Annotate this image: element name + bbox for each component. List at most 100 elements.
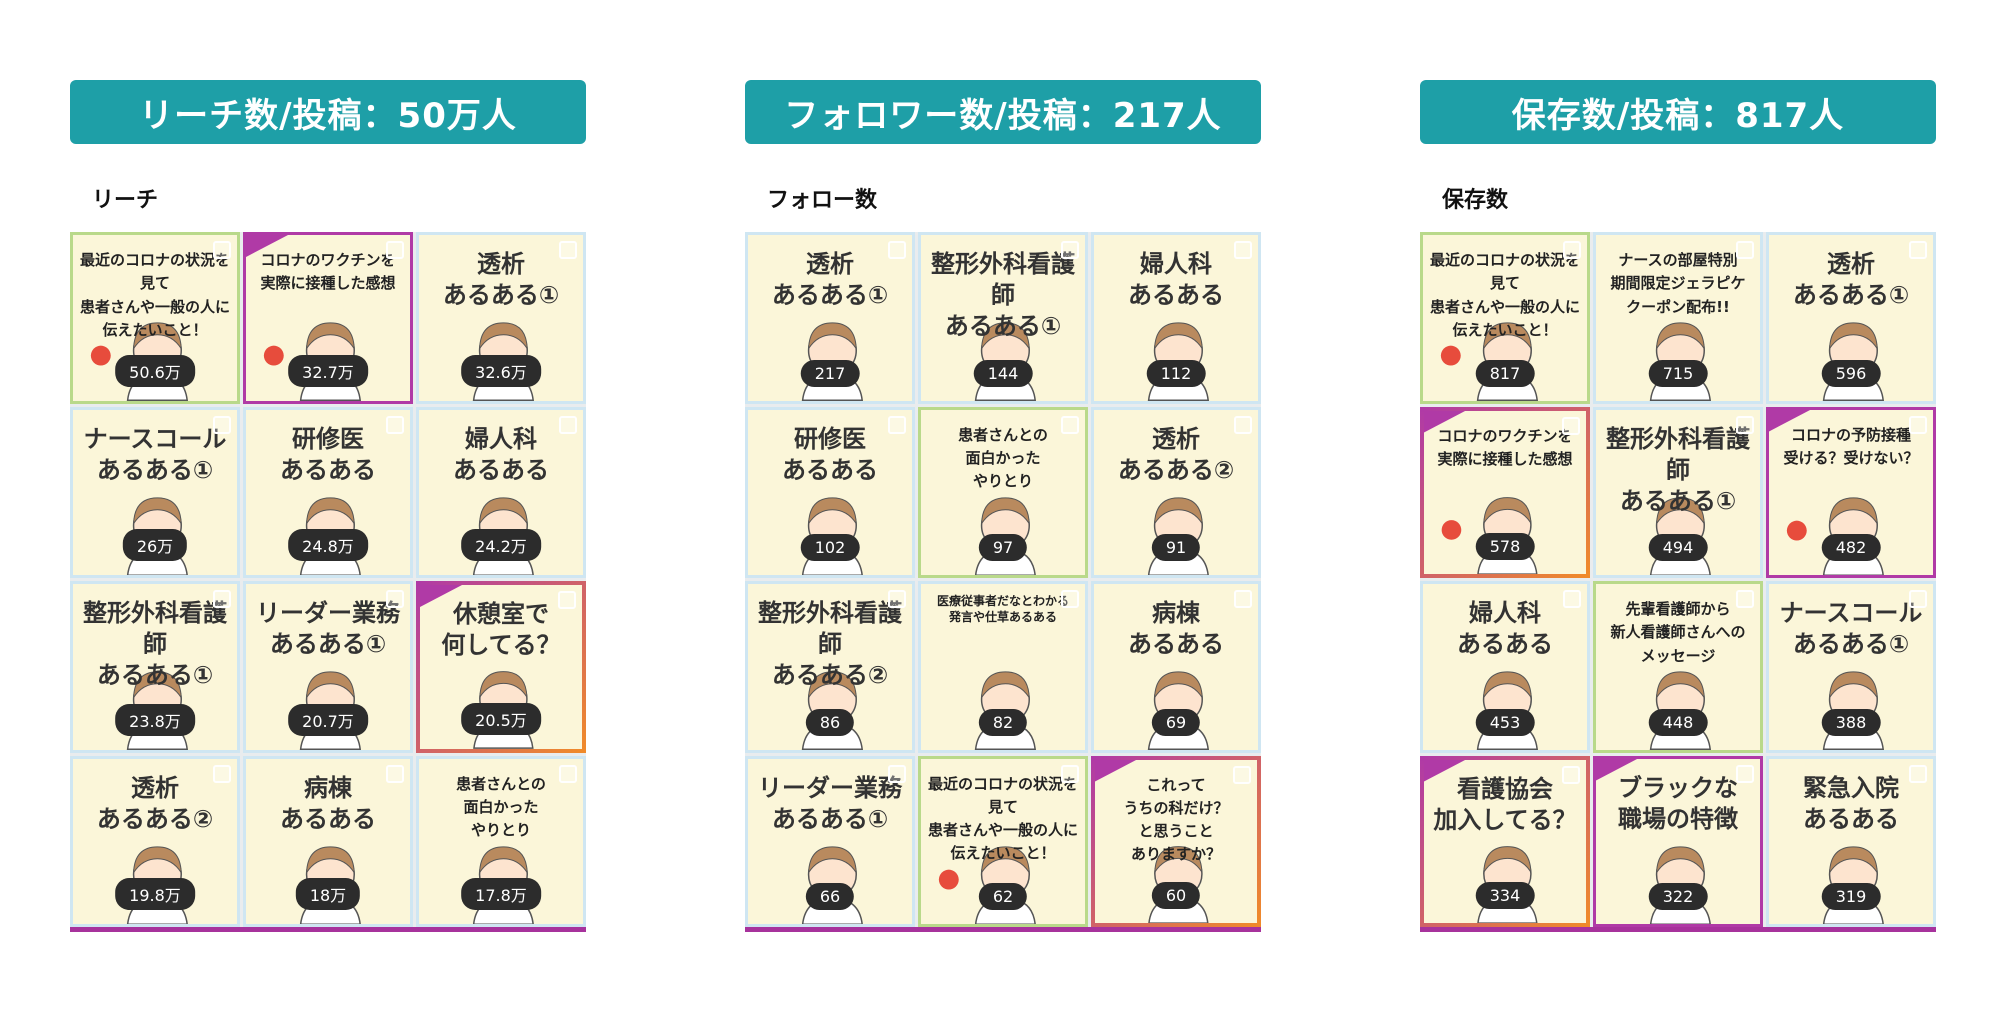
- post-title: 整形外科看護師 あるある①: [1606, 424, 1750, 515]
- count-badge: 19.8万: [115, 878, 195, 910]
- select-checkbox[interactable]: [559, 764, 577, 783]
- select-checkbox[interactable]: [559, 415, 577, 434]
- count-badge: 24.8万: [288, 529, 368, 561]
- count-badge: 144: [973, 359, 1033, 387]
- select-checkbox[interactable]: [1736, 590, 1754, 608]
- select-checkbox[interactable]: [888, 764, 906, 783]
- count-badge: 24.2万: [461, 529, 541, 561]
- count-badge: 319: [1821, 883, 1881, 910]
- select-checkbox[interactable]: [1234, 241, 1252, 259]
- select-checkbox[interactable]: [1563, 590, 1581, 608]
- post-tile[interactable]: これって うちの科だけ？ と思うこと ありますか？60: [1091, 755, 1261, 927]
- count-badge: 20.7万: [288, 703, 368, 736]
- post-title: 透析 あるある①: [771, 250, 889, 310]
- select-checkbox[interactable]: [558, 591, 576, 609]
- post-title: 休憩室で 何してる？: [441, 600, 561, 660]
- post-tile[interactable]: 最近のコロナの状況を見て 患者さんや一般の人に 伝えたいこと！817: [1420, 232, 1590, 404]
- count-badge: 448: [1648, 708, 1708, 736]
- select-checkbox[interactable]: [386, 415, 404, 434]
- select-checkbox[interactable]: [386, 590, 404, 608]
- select-checkbox[interactable]: [1061, 590, 1079, 608]
- post-tile[interactable]: 整形外科看護師 あるある① 494: [1593, 406, 1763, 578]
- select-checkbox[interactable]: [1563, 241, 1581, 259]
- select-checkbox[interactable]: [559, 241, 577, 259]
- select-checkbox[interactable]: [1234, 415, 1252, 434]
- post-title: 最近のコロナの状況を見て 患者さんや一般の人に 伝えたいこと！: [1429, 251, 1580, 339]
- post-title: コロナのワクチンを 実際に接種した感想: [1437, 426, 1573, 468]
- select-checkbox[interactable]: [1909, 764, 1927, 783]
- post-title: コロナのワクチンを 実際に接種した感想: [260, 251, 396, 293]
- section-label: リーチ: [92, 188, 159, 213]
- select-checkbox[interactable]: [213, 764, 231, 783]
- select-checkbox[interactable]: [1562, 416, 1580, 435]
- count-badge: 482: [1821, 534, 1881, 561]
- post-tile[interactable]: ナースの部屋特別 期間限定ジェラピケ クーポン配布!!715: [1593, 232, 1763, 404]
- select-checkbox[interactable]: [386, 764, 404, 783]
- select-checkbox[interactable]: [1061, 764, 1079, 783]
- select-checkbox[interactable]: [888, 415, 906, 434]
- count-badge: 578: [1475, 533, 1535, 560]
- select-checkbox[interactable]: [213, 415, 231, 434]
- count-badge: 18万: [295, 878, 361, 910]
- select-checkbox[interactable]: [1909, 241, 1927, 259]
- count-badge: 494: [1648, 534, 1708, 561]
- post-title: 整形外科看護師 あるある①: [83, 599, 227, 690]
- post-tile[interactable]: 透析 あるある① 217: [745, 232, 915, 404]
- post-tile[interactable]: 看護協会 加入してる？334: [1420, 755, 1590, 927]
- select-checkbox[interactable]: [386, 241, 404, 259]
- post-tile[interactable]: 最近のコロナの状況を見て 患者さんや一般の人に 伝えたいこと！62: [918, 755, 1088, 927]
- banner-title: フォロワー数/投稿：217人: [745, 80, 1261, 144]
- select-checkbox[interactable]: [1061, 241, 1079, 259]
- select-checkbox[interactable]: [1736, 241, 1754, 259]
- post-title: 整形外科看護師 あるある②: [758, 599, 902, 690]
- count-badge: 322: [1648, 883, 1708, 910]
- select-checkbox[interactable]: [1736, 415, 1754, 434]
- count-badge: 596: [1821, 359, 1881, 387]
- select-checkbox[interactable]: [213, 590, 231, 608]
- post-tile[interactable]: 休憩室で 何してる？20.5万: [416, 581, 586, 753]
- select-checkbox[interactable]: [1233, 765, 1251, 784]
- select-checkbox[interactable]: [1562, 765, 1580, 784]
- count-badge: 217: [800, 359, 860, 387]
- select-checkbox[interactable]: [1736, 764, 1754, 783]
- select-checkbox[interactable]: [888, 241, 906, 259]
- select-checkbox[interactable]: [1909, 590, 1927, 608]
- post-title: 婦人科 あるある: [1128, 250, 1224, 310]
- post-tile[interactable]: コロナの予防接種 受ける？受けない？482: [1766, 406, 1936, 578]
- count-badge: 334: [1475, 882, 1535, 909]
- select-checkbox[interactable]: [1061, 415, 1079, 434]
- post-tile[interactable]: 最近のコロナの状況を見て 患者さんや一般の人に 伝えたいこと！50.6万: [70, 232, 240, 404]
- select-checkbox[interactable]: [888, 590, 906, 608]
- select-checkbox[interactable]: [213, 241, 231, 259]
- post-tile[interactable]: コロナのワクチンを 実際に接種した感想 578: [1420, 406, 1590, 578]
- select-checkbox[interactable]: [1234, 590, 1252, 608]
- select-checkbox[interactable]: [1909, 415, 1927, 434]
